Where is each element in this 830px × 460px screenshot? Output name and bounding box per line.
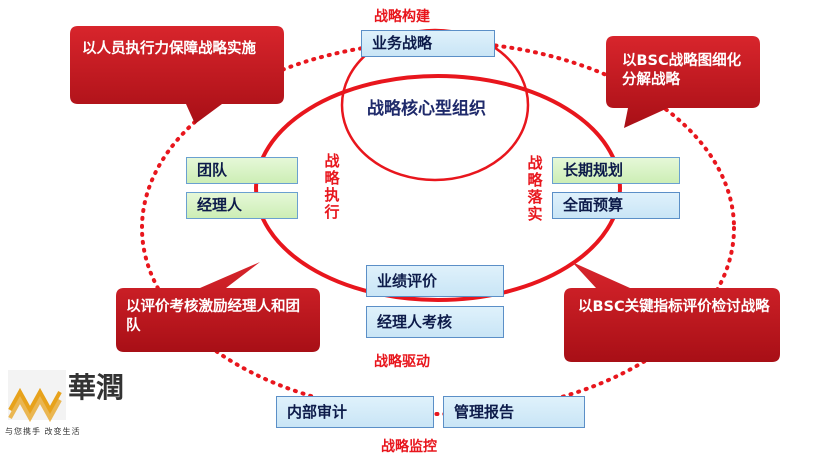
callout-bottom-right-shape bbox=[564, 262, 780, 362]
callout-top-right-shape bbox=[606, 36, 760, 128]
callout-bottom-left: 以评价考核激励经理人和团队 bbox=[126, 299, 300, 334]
label-strategy-build: 战略构建 bbox=[374, 9, 430, 25]
logo-mark bbox=[8, 370, 66, 423]
box-performance-eval: 业绩评价 bbox=[366, 265, 504, 297]
label-strategy-implementation: 战略落实 bbox=[527, 154, 543, 223]
label-strategy-execution: 战略执行 bbox=[324, 152, 340, 221]
box-management-report: 管理报告 bbox=[443, 396, 585, 428]
callout-top-left-shape bbox=[70, 26, 284, 124]
box-manager: 经理人 bbox=[186, 192, 298, 219]
logo-tagline: 与您携手 改变生活 bbox=[5, 427, 81, 436]
callout-bottom-left-shape bbox=[116, 262, 320, 352]
box-full-budget: 全面预算 bbox=[552, 192, 680, 219]
box-manager-assessment: 经理人考核 bbox=[366, 306, 504, 338]
callout-top-left: 以人员执行力保障战略实施 bbox=[82, 41, 256, 57]
box-internal-audit: 内部审计 bbox=[276, 396, 434, 428]
core-title: 战略核心型组织 bbox=[367, 99, 486, 119]
box-team: 团队 bbox=[186, 157, 298, 184]
main-ring bbox=[254, 74, 622, 302]
label-strategy-monitoring: 战略监控 bbox=[381, 439, 437, 455]
logo-name: 華潤 bbox=[68, 371, 125, 404]
box-business-strategy: 业务战略 bbox=[361, 30, 495, 57]
label-strategy-drive: 战略驱动 bbox=[374, 354, 430, 370]
callout-top-right: 以BSC战略图细化分解战略 bbox=[622, 53, 742, 88]
callout-bottom-right: 以BSC关键指标评价检讨战略 bbox=[578, 299, 770, 315]
box-long-term-plan: 长期规划 bbox=[552, 157, 680, 184]
